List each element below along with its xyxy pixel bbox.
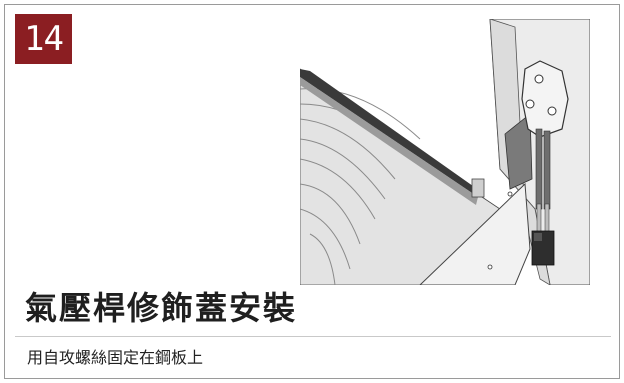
step-instruction: 用自攻螺絲固定在鋼板上	[27, 348, 204, 367]
step-number: 14	[24, 19, 64, 59]
divider	[15, 336, 611, 337]
step-number-badge: 14	[15, 14, 72, 64]
step-card: 14	[4, 4, 620, 379]
gas-strut-render	[300, 19, 590, 285]
assembly-illustration	[300, 19, 590, 285]
step-title: 氣壓桿修飾蓋安裝	[25, 289, 298, 327]
